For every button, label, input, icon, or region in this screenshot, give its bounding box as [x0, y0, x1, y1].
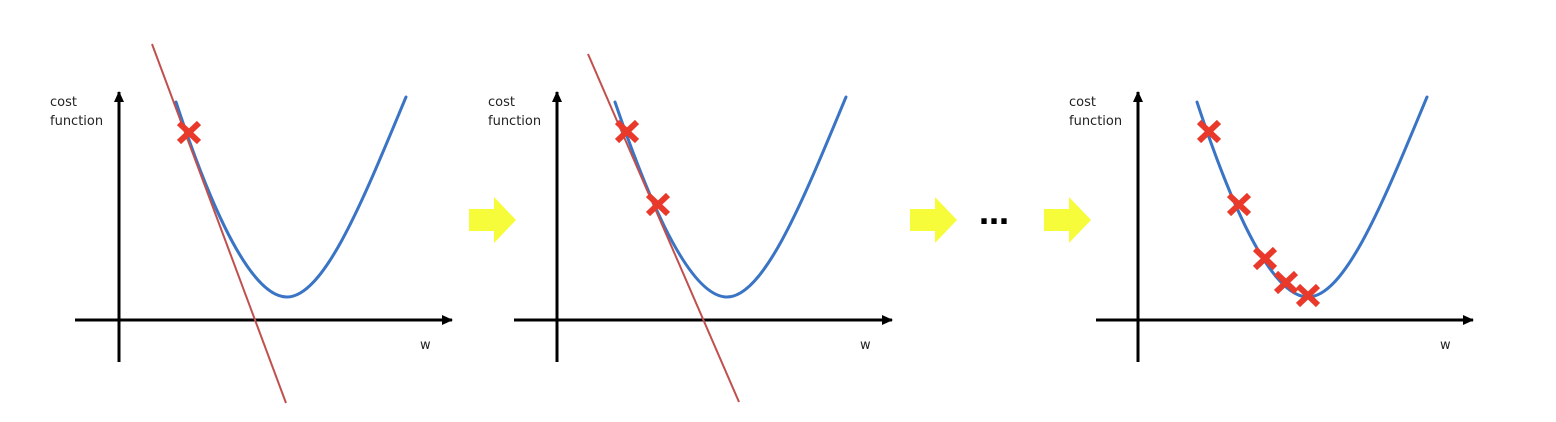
step-marker [645, 192, 671, 217]
step-marker [1252, 246, 1278, 271]
step-marker [176, 120, 202, 145]
tangent-line [151, 43, 287, 404]
y-axis-label-line1: cost [488, 95, 515, 110]
y-axis-label-line1: cost [1069, 95, 1096, 110]
cost-curve [613, 95, 848, 299]
step-marker [1295, 283, 1321, 308]
step-marker [1196, 119, 1222, 144]
next-step-arrow [1044, 197, 1091, 243]
y-axis-label-line2: function [50, 114, 103, 129]
panel-step-1: cost function w [50, 43, 453, 404]
y-axis-label-line2: function [488, 114, 541, 129]
tangent-line [587, 53, 740, 403]
x-axis-label: w [420, 338, 431, 353]
panel-step-2: cost function w [488, 53, 893, 403]
step-marker [1226, 192, 1252, 217]
next-step-arrow [910, 197, 957, 243]
next-step-arrow [469, 197, 516, 243]
y-axis-label-line1: cost [50, 95, 77, 110]
x-axis-label: w [1440, 338, 1451, 353]
panel-final: cost function w [1069, 91, 1474, 362]
y-axis-label-line2: function [1069, 114, 1122, 129]
step-marker [614, 119, 640, 144]
ellipsis: … [979, 197, 1009, 232]
cost-curve [174, 95, 408, 299]
step-marker [1273, 270, 1299, 295]
x-axis-label: w [860, 338, 871, 353]
